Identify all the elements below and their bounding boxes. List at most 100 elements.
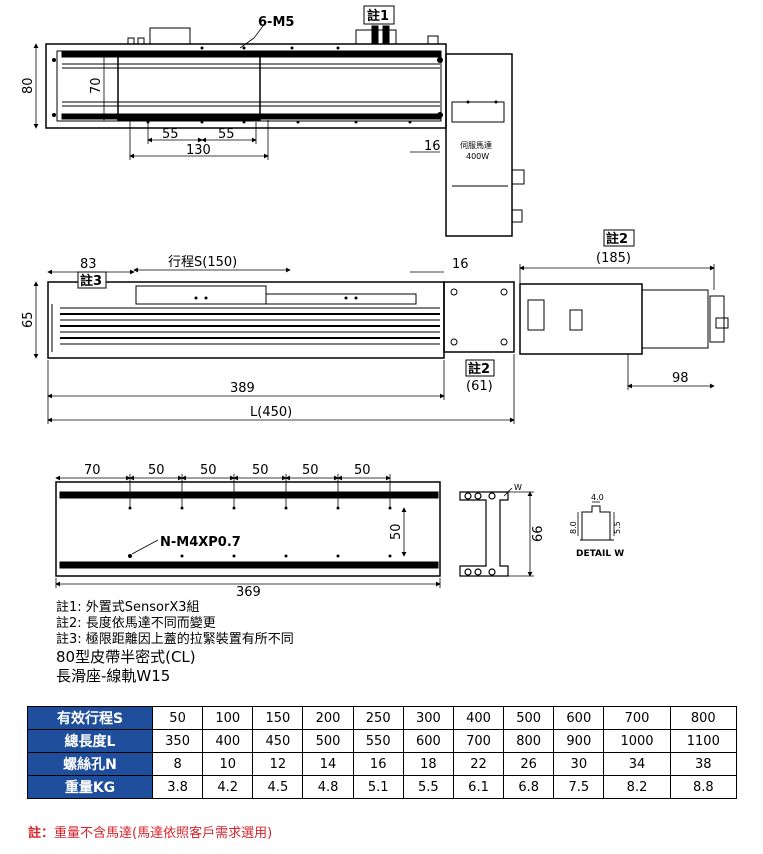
svg-text:5.5: 5.5 bbox=[613, 521, 622, 534]
top-view-dimensions bbox=[33, 21, 447, 160]
svg-text:註2: 註2 bbox=[468, 361, 490, 377]
row-header: 總長度L bbox=[27, 729, 153, 753]
svg-text:16: 16 bbox=[424, 139, 441, 154]
table-cell: 3.8 bbox=[151, 775, 204, 799]
table-cell: 18 bbox=[402, 752, 454, 776]
table-cell: 6.1 bbox=[452, 775, 505, 799]
table-cell: 700 bbox=[452, 729, 505, 753]
side-view-dots bbox=[194, 296, 358, 300]
footnote-text: 重量不含馬達(馬達依照客戶需求選用) bbox=[54, 826, 273, 841]
table-cell: 1000 bbox=[603, 729, 671, 753]
table-cell: 550 bbox=[352, 729, 404, 753]
note-2: 註2: 長度依馬達不同而變更 bbox=[56, 616, 216, 631]
svg-text:55: 55 bbox=[162, 127, 179, 142]
svg-text:369: 369 bbox=[236, 585, 261, 600]
footnote-prefix: 註： bbox=[28, 826, 55, 841]
row-header: 重量KG bbox=[27, 775, 153, 799]
side-view bbox=[47, 281, 729, 359]
svg-text:83: 83 bbox=[80, 257, 97, 272]
table-cell: 7.5 bbox=[553, 775, 605, 799]
svg-text:伺服馬達: 伺服馬達 bbox=[460, 140, 492, 150]
row-header: 有效行程S bbox=[27, 706, 153, 730]
table-cell: 500 bbox=[302, 729, 354, 753]
table-cell: 12 bbox=[252, 752, 304, 776]
table-cell: 38 bbox=[669, 752, 738, 776]
end-profile bbox=[459, 487, 534, 577]
table-cell: 250 bbox=[352, 706, 404, 730]
svg-text:6-M5: 6-M5 bbox=[258, 15, 294, 30]
svg-text:50: 50 bbox=[354, 463, 371, 478]
svg-text:W: W bbox=[514, 483, 522, 492]
table-cell: 300 bbox=[402, 706, 454, 730]
bottom-view-text: 70 50 50 50 50 50 N-M4XP0.7 50 369 bbox=[84, 463, 404, 600]
table-cell: 5.5 bbox=[402, 775, 454, 799]
table-cell: 22 bbox=[452, 752, 505, 776]
svg-text:N-M4XP0.7: N-M4XP0.7 bbox=[160, 535, 241, 550]
side-view-text: 83 註3 行程S(150) 16 65 註2 (61) 389 L(450) … bbox=[21, 229, 689, 420]
bottom-view-dimensions bbox=[55, 474, 441, 588]
bottom-view-holes bbox=[128, 506, 392, 558]
table-cell: 1100 bbox=[669, 729, 738, 753]
model-title: 80型皮帶半密式(CL) bbox=[56, 648, 196, 666]
table-cell: 200 bbox=[302, 706, 354, 730]
technical-drawing: 6-M5 註1 80 70 55 55 130 16 伺服馬達 400W bbox=[21, 5, 729, 600]
svg-text:L(450): L(450) bbox=[250, 405, 292, 420]
table-cell: 900 bbox=[553, 729, 605, 753]
svg-text:50: 50 bbox=[302, 463, 319, 478]
svg-text:註1: 註1 bbox=[367, 8, 389, 24]
table-cell: 5.1 bbox=[352, 775, 404, 799]
table-cell: 4.2 bbox=[202, 775, 254, 799]
table-cell: 34 bbox=[603, 752, 671, 776]
svg-text:80: 80 bbox=[21, 77, 36, 94]
table-cell: 8 bbox=[151, 752, 204, 776]
svg-text:註2: 註2 bbox=[606, 231, 628, 247]
bottom-view bbox=[55, 481, 441, 577]
end-profile-text: W 66 bbox=[514, 483, 546, 542]
table-cell: 600 bbox=[402, 729, 454, 753]
table-cell: 800 bbox=[669, 706, 738, 730]
table-cell: 30 bbox=[553, 752, 605, 776]
row-header: 螺絲孔N bbox=[27, 752, 153, 776]
table-cell: 10 bbox=[202, 752, 254, 776]
svg-text:400W: 400W bbox=[466, 152, 489, 161]
notes-block: 註1: 外置式SensorX3組 註2: 長度依馬達不同而變更 註3: 極限距離… bbox=[56, 600, 294, 686]
svg-text:DETAIL W: DETAIL W bbox=[576, 549, 624, 559]
detail-w bbox=[577, 501, 615, 541]
table-cell: 100 bbox=[202, 706, 254, 730]
svg-text:註3: 註3 bbox=[80, 273, 102, 289]
slider-title: 長滑座-線軌W15 bbox=[56, 667, 171, 685]
table-cell: 14 bbox=[302, 752, 354, 776]
table-cell: 8.2 bbox=[603, 775, 671, 799]
table-cell: 400 bbox=[452, 706, 505, 730]
table-cell: 8.8 bbox=[669, 775, 738, 799]
svg-text:55: 55 bbox=[218, 127, 235, 142]
svg-text:50: 50 bbox=[252, 463, 269, 478]
note-1: 註1: 外置式SensorX3組 bbox=[56, 600, 200, 615]
table-cell: 350 bbox=[151, 729, 204, 753]
svg-text:389: 389 bbox=[230, 381, 255, 396]
table-cell: 400 bbox=[202, 729, 254, 753]
svg-text:98: 98 bbox=[672, 371, 689, 386]
table-cell: 700 bbox=[603, 706, 671, 730]
note-3: 註3: 極限距離因上蓋的拉緊裝置有所不同 bbox=[56, 632, 294, 647]
svg-text:50: 50 bbox=[148, 463, 165, 478]
svg-text:66: 66 bbox=[531, 525, 546, 542]
table-cell: 26 bbox=[503, 752, 555, 776]
svg-text:行程S(150): 行程S(150) bbox=[168, 255, 237, 270]
svg-text:4.0: 4.0 bbox=[591, 493, 604, 502]
table-cell: 50 bbox=[151, 706, 204, 730]
svg-text:130: 130 bbox=[186, 143, 211, 158]
table-cell: 800 bbox=[503, 729, 555, 753]
table-cell: 6.8 bbox=[503, 775, 555, 799]
svg-text:8.0: 8.0 bbox=[569, 521, 578, 534]
table-cell: 150 bbox=[252, 706, 304, 730]
svg-text:(61): (61) bbox=[466, 379, 493, 394]
table-cell: 16 bbox=[352, 752, 404, 776]
table-cell: 4.8 bbox=[302, 775, 354, 799]
top-view bbox=[45, 25, 525, 237]
svg-text:70: 70 bbox=[84, 463, 101, 478]
svg-text:16: 16 bbox=[452, 257, 469, 272]
